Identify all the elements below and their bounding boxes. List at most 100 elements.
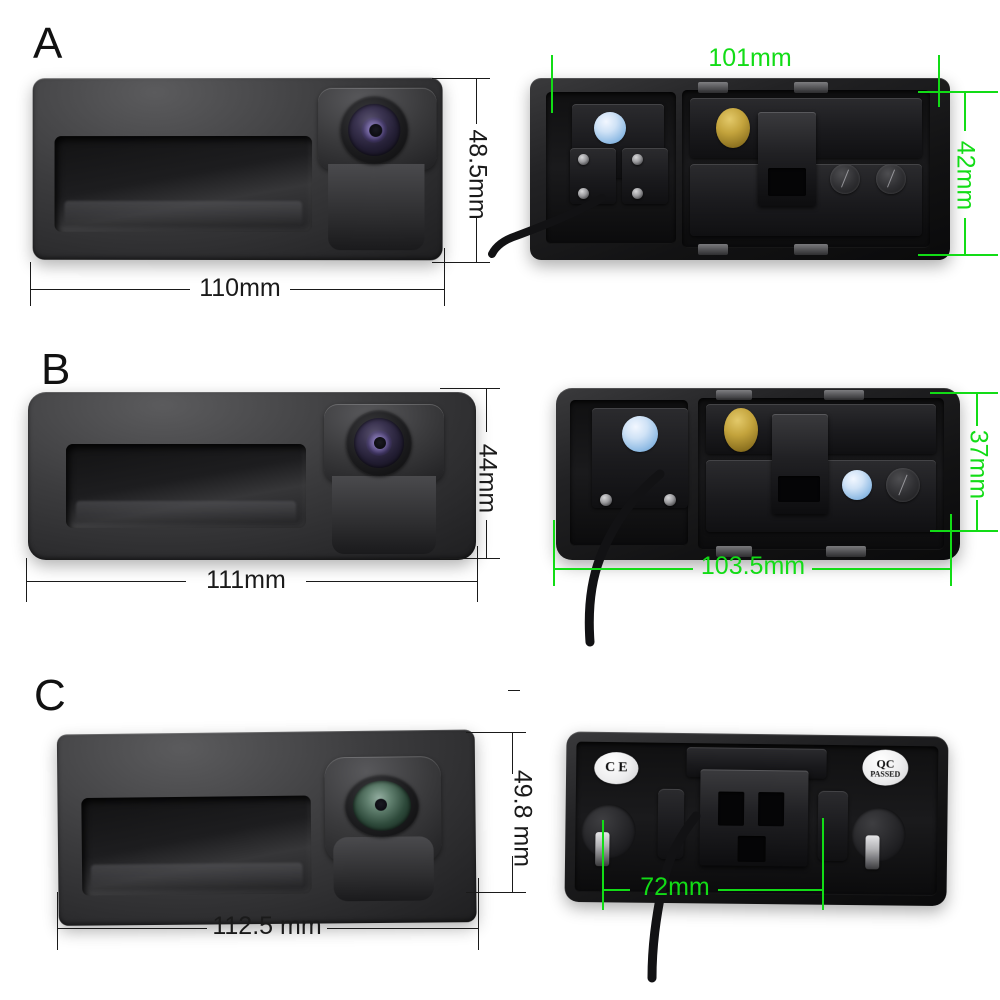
dim-label-width-c-back: 72mm bbox=[640, 873, 710, 901]
qc-passed-label: PASSED bbox=[870, 768, 901, 779]
camera-cable bbox=[488, 190, 610, 280]
dim-label-width-b-back: 103.5mm bbox=[700, 552, 806, 580]
qc-label: QC bbox=[876, 756, 895, 771]
wire-connector bbox=[772, 414, 828, 514]
trunk-handle-camera-back-a bbox=[530, 78, 950, 260]
dim-line-top bbox=[918, 91, 998, 93]
ce-mark-sticker: C E bbox=[594, 751, 639, 785]
dim-tick-bottom bbox=[486, 520, 487, 559]
camera-housing-chin bbox=[333, 836, 435, 902]
dim-line-bottom bbox=[918, 254, 998, 256]
screw bbox=[664, 494, 676, 506]
dim-label-height-b-back: 37mm bbox=[964, 429, 993, 500]
dim-extension-left bbox=[602, 820, 604, 910]
adjust-dial-1 bbox=[830, 164, 860, 194]
dim-tick-top bbox=[976, 392, 978, 426]
dim-label-height-a-back: 42mm bbox=[951, 140, 980, 211]
dim-tick-bottom bbox=[512, 856, 513, 893]
retaining-clip bbox=[716, 546, 752, 557]
connector-slot bbox=[768, 168, 806, 196]
dim-tick-bottom bbox=[476, 218, 477, 263]
dim-extension-right bbox=[444, 248, 445, 306]
connector-slot bbox=[778, 476, 820, 502]
handle-grip-recess bbox=[66, 444, 306, 528]
grip-lip bbox=[64, 201, 302, 227]
dim-line-top bbox=[440, 388, 500, 389]
dim-line-right bbox=[290, 289, 445, 290]
screw bbox=[632, 154, 643, 165]
dim-line-right bbox=[327, 928, 479, 929]
retaining-clip bbox=[794, 244, 828, 255]
adjust-dial-2 bbox=[876, 164, 906, 194]
dim-label-width-c: 112.5 mm bbox=[212, 912, 322, 940]
dim-line-bottom bbox=[466, 892, 526, 893]
screw bbox=[578, 154, 589, 165]
dim-extension-right bbox=[477, 546, 478, 602]
dim-extension-right bbox=[938, 55, 940, 107]
dim-line-bottom bbox=[432, 262, 490, 263]
dim-line-left bbox=[26, 581, 186, 582]
dim-tick-top bbox=[486, 388, 487, 432]
handle-grip-recess bbox=[54, 135, 313, 233]
dim-extension-left bbox=[553, 520, 555, 586]
gold-foil-sticker bbox=[724, 408, 758, 452]
dim-extension-right bbox=[950, 514, 952, 586]
dim-tick-top bbox=[476, 78, 477, 124]
dim-tick-bottom bbox=[976, 500, 978, 532]
camera-housing-chin bbox=[328, 163, 425, 251]
blue-round-sticker bbox=[594, 112, 626, 144]
grip-lip bbox=[91, 862, 303, 890]
dim-line-left bbox=[30, 289, 190, 290]
terminal-block-left bbox=[570, 148, 616, 204]
dim-extension-right bbox=[478, 878, 479, 950]
trunk-handle-camera-back-b bbox=[556, 388, 960, 560]
row-c: C 112.5 mm 49.8 mm bbox=[0, 660, 1000, 1000]
dim-label-height-a: 48.5mm bbox=[463, 129, 492, 220]
latch-slot-right bbox=[757, 792, 785, 827]
terminal-block-right bbox=[622, 148, 668, 204]
dim-line-right bbox=[812, 568, 952, 570]
camera-lens-core bbox=[374, 798, 388, 811]
trunk-handle-camera-front-c bbox=[56, 729, 477, 926]
dim-label-height-b: 44mm bbox=[473, 443, 502, 514]
row-a: A 110mm 48.5mm bbox=[0, 0, 1000, 330]
blue-seal-sticker bbox=[842, 470, 872, 500]
camera-lens-core bbox=[369, 123, 383, 137]
dim-label-width-a-back: 101mm bbox=[708, 46, 792, 66]
dim-line-top bbox=[432, 78, 490, 79]
dim-extension-left bbox=[57, 892, 58, 950]
blue-round-sticker bbox=[622, 416, 658, 452]
camera-housing-chin bbox=[332, 476, 436, 554]
dim-line-right bbox=[306, 581, 478, 582]
retaining-clip bbox=[716, 390, 752, 400]
dim-extension-left bbox=[551, 55, 553, 113]
dim-tick-top bbox=[512, 732, 513, 774]
dim-edge-tick bbox=[508, 690, 520, 691]
retaining-clip bbox=[826, 546, 866, 557]
retaining-clip bbox=[698, 244, 728, 255]
retaining-clip bbox=[698, 82, 728, 93]
handle-grip-recess bbox=[81, 795, 312, 896]
screw bbox=[578, 188, 589, 199]
dim-line-top bbox=[466, 732, 526, 733]
latch-slot-center bbox=[737, 835, 766, 863]
trunk-handle-camera-front-b bbox=[28, 392, 476, 560]
ce-mark-e: E bbox=[618, 760, 628, 776]
dim-line-bottom bbox=[440, 558, 500, 559]
qc-passed-sticker: QC PASSED bbox=[862, 749, 909, 786]
retaining-clip bbox=[794, 82, 828, 93]
screw bbox=[632, 188, 643, 199]
dim-line-right bbox=[718, 889, 824, 891]
dim-extension-left bbox=[26, 558, 27, 602]
dim-line-top bbox=[930, 392, 998, 394]
screw bbox=[600, 494, 612, 506]
dim-line-left bbox=[602, 889, 630, 891]
dim-label-height-c: 49.8 mm bbox=[508, 769, 537, 868]
gold-foil-sticker bbox=[716, 108, 750, 148]
dim-label-width-a: 110mm bbox=[199, 274, 281, 302]
dim-line-left bbox=[57, 928, 207, 929]
dim-label-width-b: 111mm bbox=[206, 566, 286, 594]
dim-tick-top bbox=[964, 91, 966, 131]
camera-cable bbox=[600, 810, 740, 990]
